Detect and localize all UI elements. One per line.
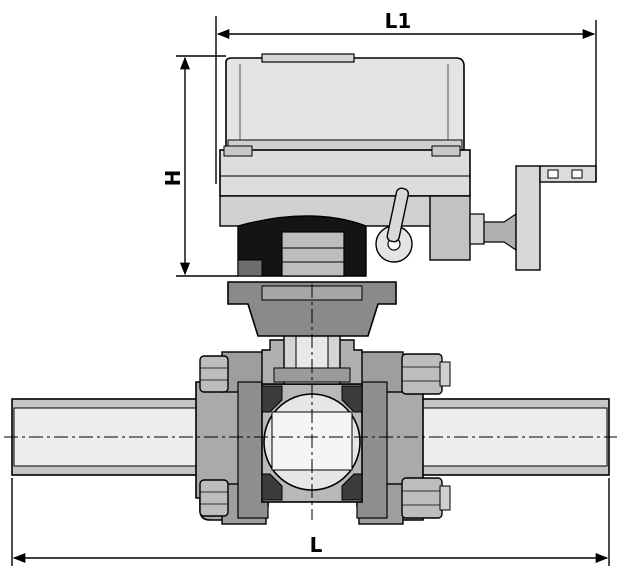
left-end-cap: [195, 351, 269, 525]
actuator-cover: [225, 53, 465, 151]
dimension-label-l: L: [310, 533, 323, 557]
nut-top-right: [401, 353, 451, 395]
bolt-bottom-left: [199, 479, 229, 517]
dimension-label-l1: L1: [385, 9, 412, 33]
actuator-collar: [237, 215, 367, 277]
dimension-label-h: H: [161, 170, 185, 187]
handwheel-assembly: [429, 165, 597, 271]
bolt-top-left: [199, 355, 229, 393]
nut-bottom-right: [401, 477, 451, 519]
manual-override-lever: [375, 187, 413, 263]
